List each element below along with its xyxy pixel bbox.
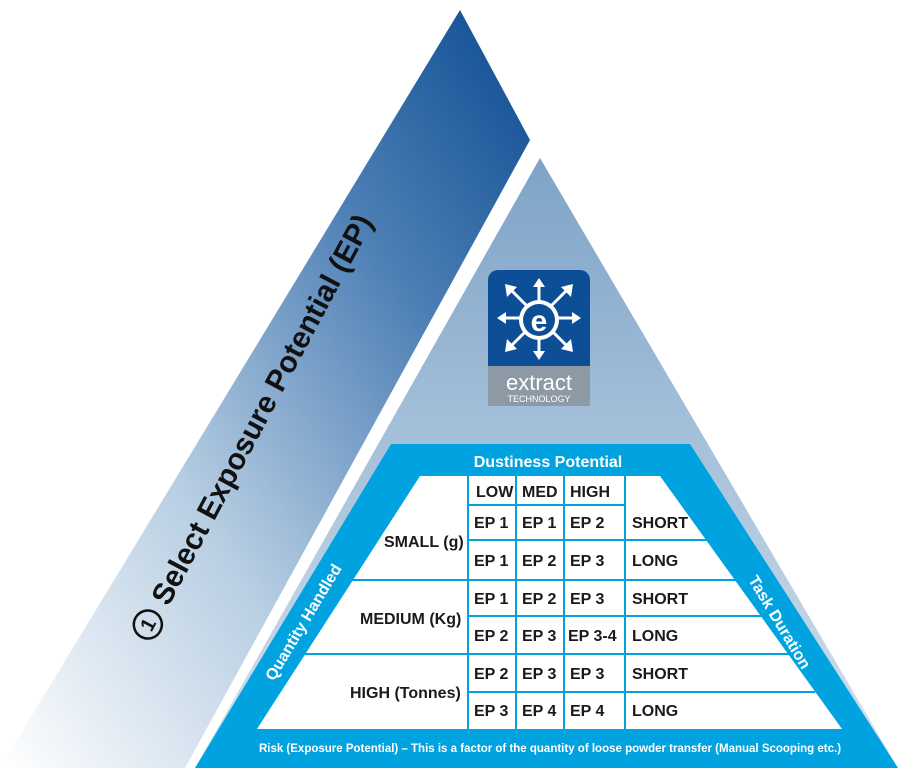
cell-ep: EP 3 (570, 666, 605, 683)
left-triangle (0, 10, 530, 768)
cell-ep: EP 1 (474, 553, 509, 570)
cell-ep: EP 1 (474, 515, 509, 532)
quantity-small: SMALL (g) (384, 534, 464, 551)
cell-ep: EP 3 (522, 628, 557, 645)
cell-ep: EP 3 (474, 703, 509, 720)
step-number-circle (132, 609, 164, 640)
cell-ep: EP 2 (522, 553, 557, 570)
extract-technology-logo: e extract TECHNOLOGY (488, 270, 590, 406)
col-header-high: HIGH (570, 484, 610, 501)
cell-ep: EP 3 (570, 553, 605, 570)
col-header-low: LOW (476, 484, 514, 501)
cell-ep: EP 1 (474, 591, 509, 608)
dustiness-header: Dustiness Potential (474, 454, 622, 471)
cell-ep: EP 2 (474, 628, 509, 645)
cell-ep: EP 2 (474, 666, 509, 683)
cell-ep: EP 4 (570, 703, 605, 720)
col-header-med: MED (522, 484, 558, 501)
cell-duration: LONG (632, 703, 678, 720)
cell-ep: EP 2 (522, 591, 557, 608)
logo-letter: e (531, 305, 548, 338)
cell-ep: EP 3 (522, 666, 557, 683)
cell-duration: LONG (632, 553, 678, 570)
logo-subword: TECHNOLOGY (507, 394, 570, 404)
cell-ep: EP 1 (522, 515, 557, 532)
logo-word: extract (506, 370, 572, 395)
cell-duration: SHORT (632, 591, 688, 608)
table-grid (294, 476, 815, 729)
quantity-medium: MEDIUM (Kg) (360, 611, 461, 628)
cell-duration: SHORT (632, 666, 688, 683)
cell-ep: EP 3-4 (568, 628, 617, 645)
cell-duration: LONG (632, 628, 678, 645)
footer-note: Risk (Exposure Potential) – This is a fa… (259, 743, 841, 755)
cell-ep: EP 2 (570, 515, 605, 532)
cell-ep: EP 3 (570, 591, 605, 608)
cell-ep: EP 4 (522, 703, 557, 720)
cell-duration: SHORT (632, 515, 688, 532)
quantity-high: HIGH (Tonnes) (350, 685, 461, 702)
